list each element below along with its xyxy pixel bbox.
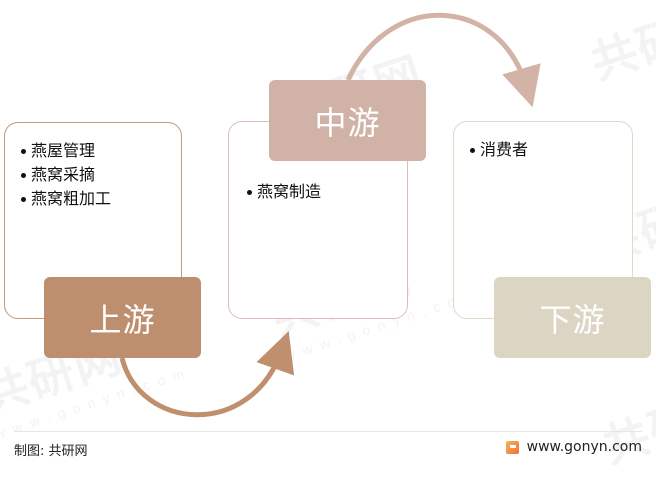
footer-divider [14,431,642,432]
upstream-item: 燕窝粗加工 [19,187,181,211]
footer-source: 制图: 共研网 [14,444,88,459]
footer-website: www.gonyn.com [505,439,642,455]
arrow-midstream-to-downstream [345,12,541,108]
upstream-item: 燕屋管理 [19,139,181,163]
arrow-upstream-to-midstream [119,331,295,418]
gonyn-logo-icon [505,440,519,454]
downstream-item: 消费者 [468,138,632,162]
midstream-item: 燕窝制造 [245,180,407,204]
downstream-label: 下游 [494,277,651,358]
upstream-label: 上游 [44,277,201,358]
midstream-label: 中游 [269,80,426,161]
flow-arrows [119,12,541,418]
upstream-item: 燕窝采摘 [19,163,181,187]
website-url: www.gonyn.com [526,439,642,455]
